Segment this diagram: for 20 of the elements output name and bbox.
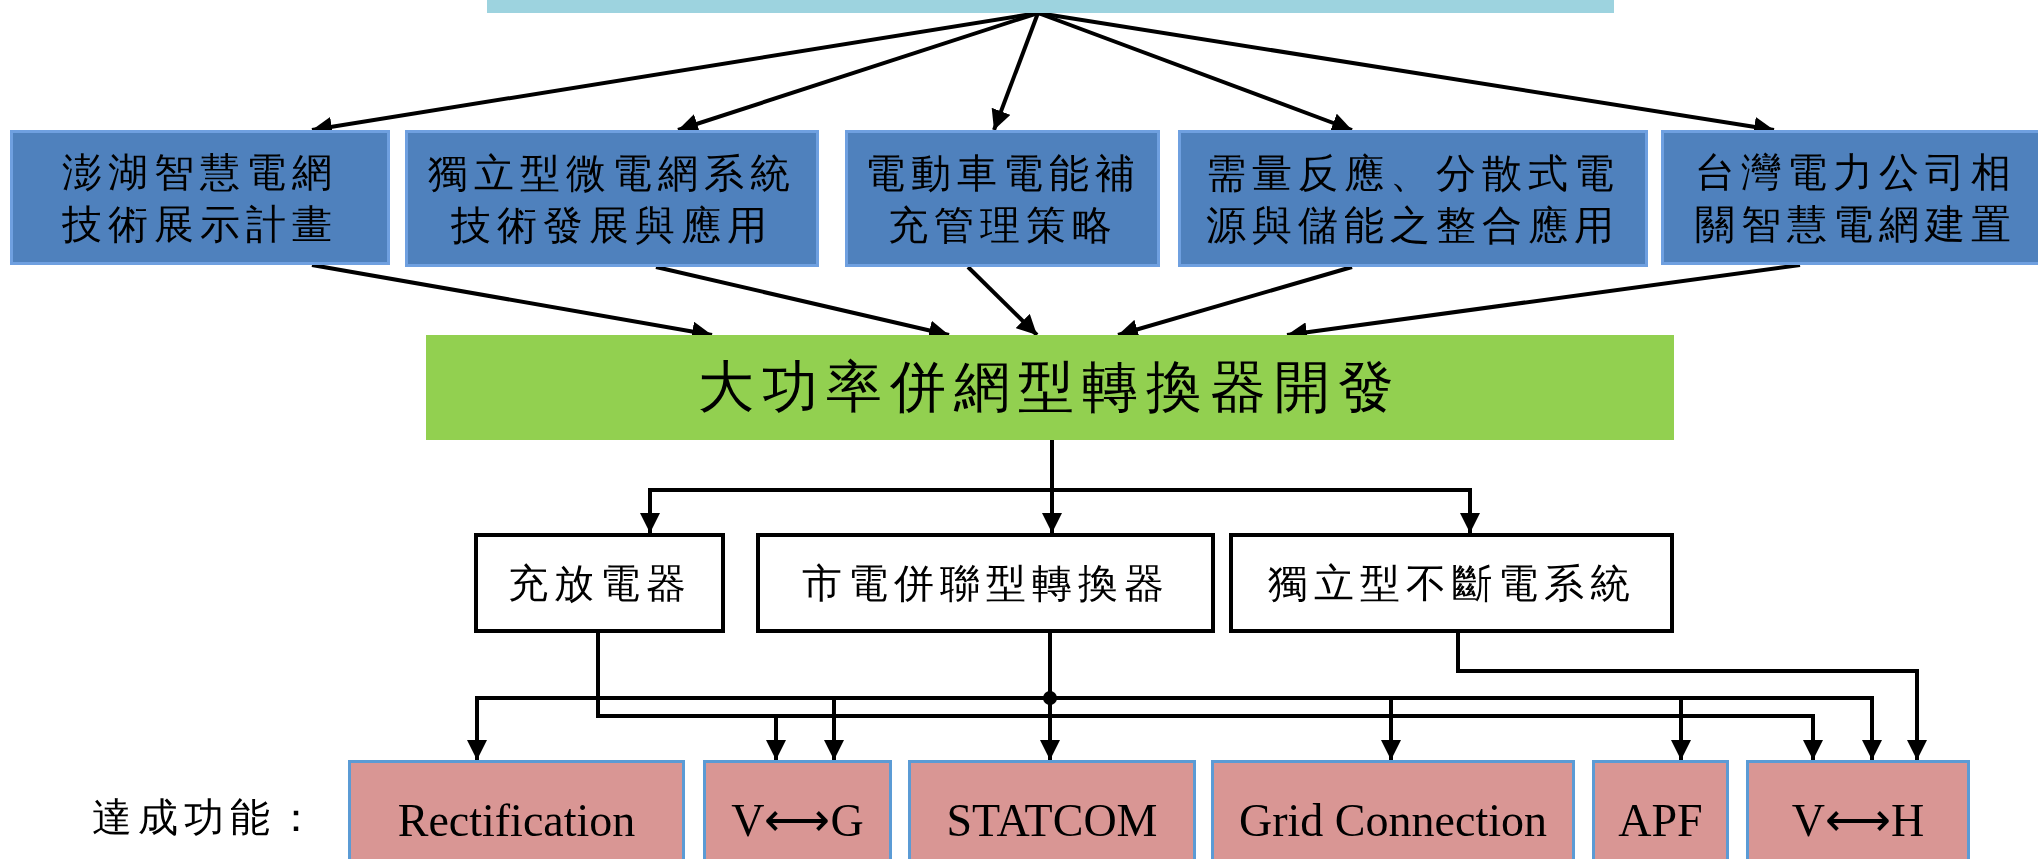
development-box: 大功率併網型轉換器開發 <box>426 335 1674 440</box>
function-box: V⟷H <box>1746 760 1970 859</box>
caption-text: 達成功能： <box>92 793 322 842</box>
converter-box: 獨立型不斷電系統 <box>1229 533 1674 633</box>
project-box: 需量反應、分散式電源與儲能之整合應用 <box>1178 130 1648 267</box>
function-box: APF <box>1592 760 1729 859</box>
arrow <box>966 265 1039 337</box>
converter-box: 市電併聯型轉換器 <box>756 533 1215 633</box>
function-box: STATCOM <box>908 760 1196 859</box>
function-box: Grid Connection <box>1211 760 1575 859</box>
project-box: 台灣電力公司相關智慧電網建置 <box>1661 130 2038 265</box>
arrow <box>1050 440 1480 533</box>
arrow <box>1456 633 1927 760</box>
function-box: V⟷G <box>703 760 892 859</box>
project-box: 澎湖智慧電網技術展示計畫 <box>10 130 390 265</box>
converter-box: 充放電器 <box>474 533 725 633</box>
arrow <box>991 12 1040 131</box>
function-box: Rectification <box>348 760 685 859</box>
project-box: 獨立型微電網系統技術發展與應用 <box>405 130 819 267</box>
project-box: 電動車電能補充管理策略 <box>845 130 1160 267</box>
